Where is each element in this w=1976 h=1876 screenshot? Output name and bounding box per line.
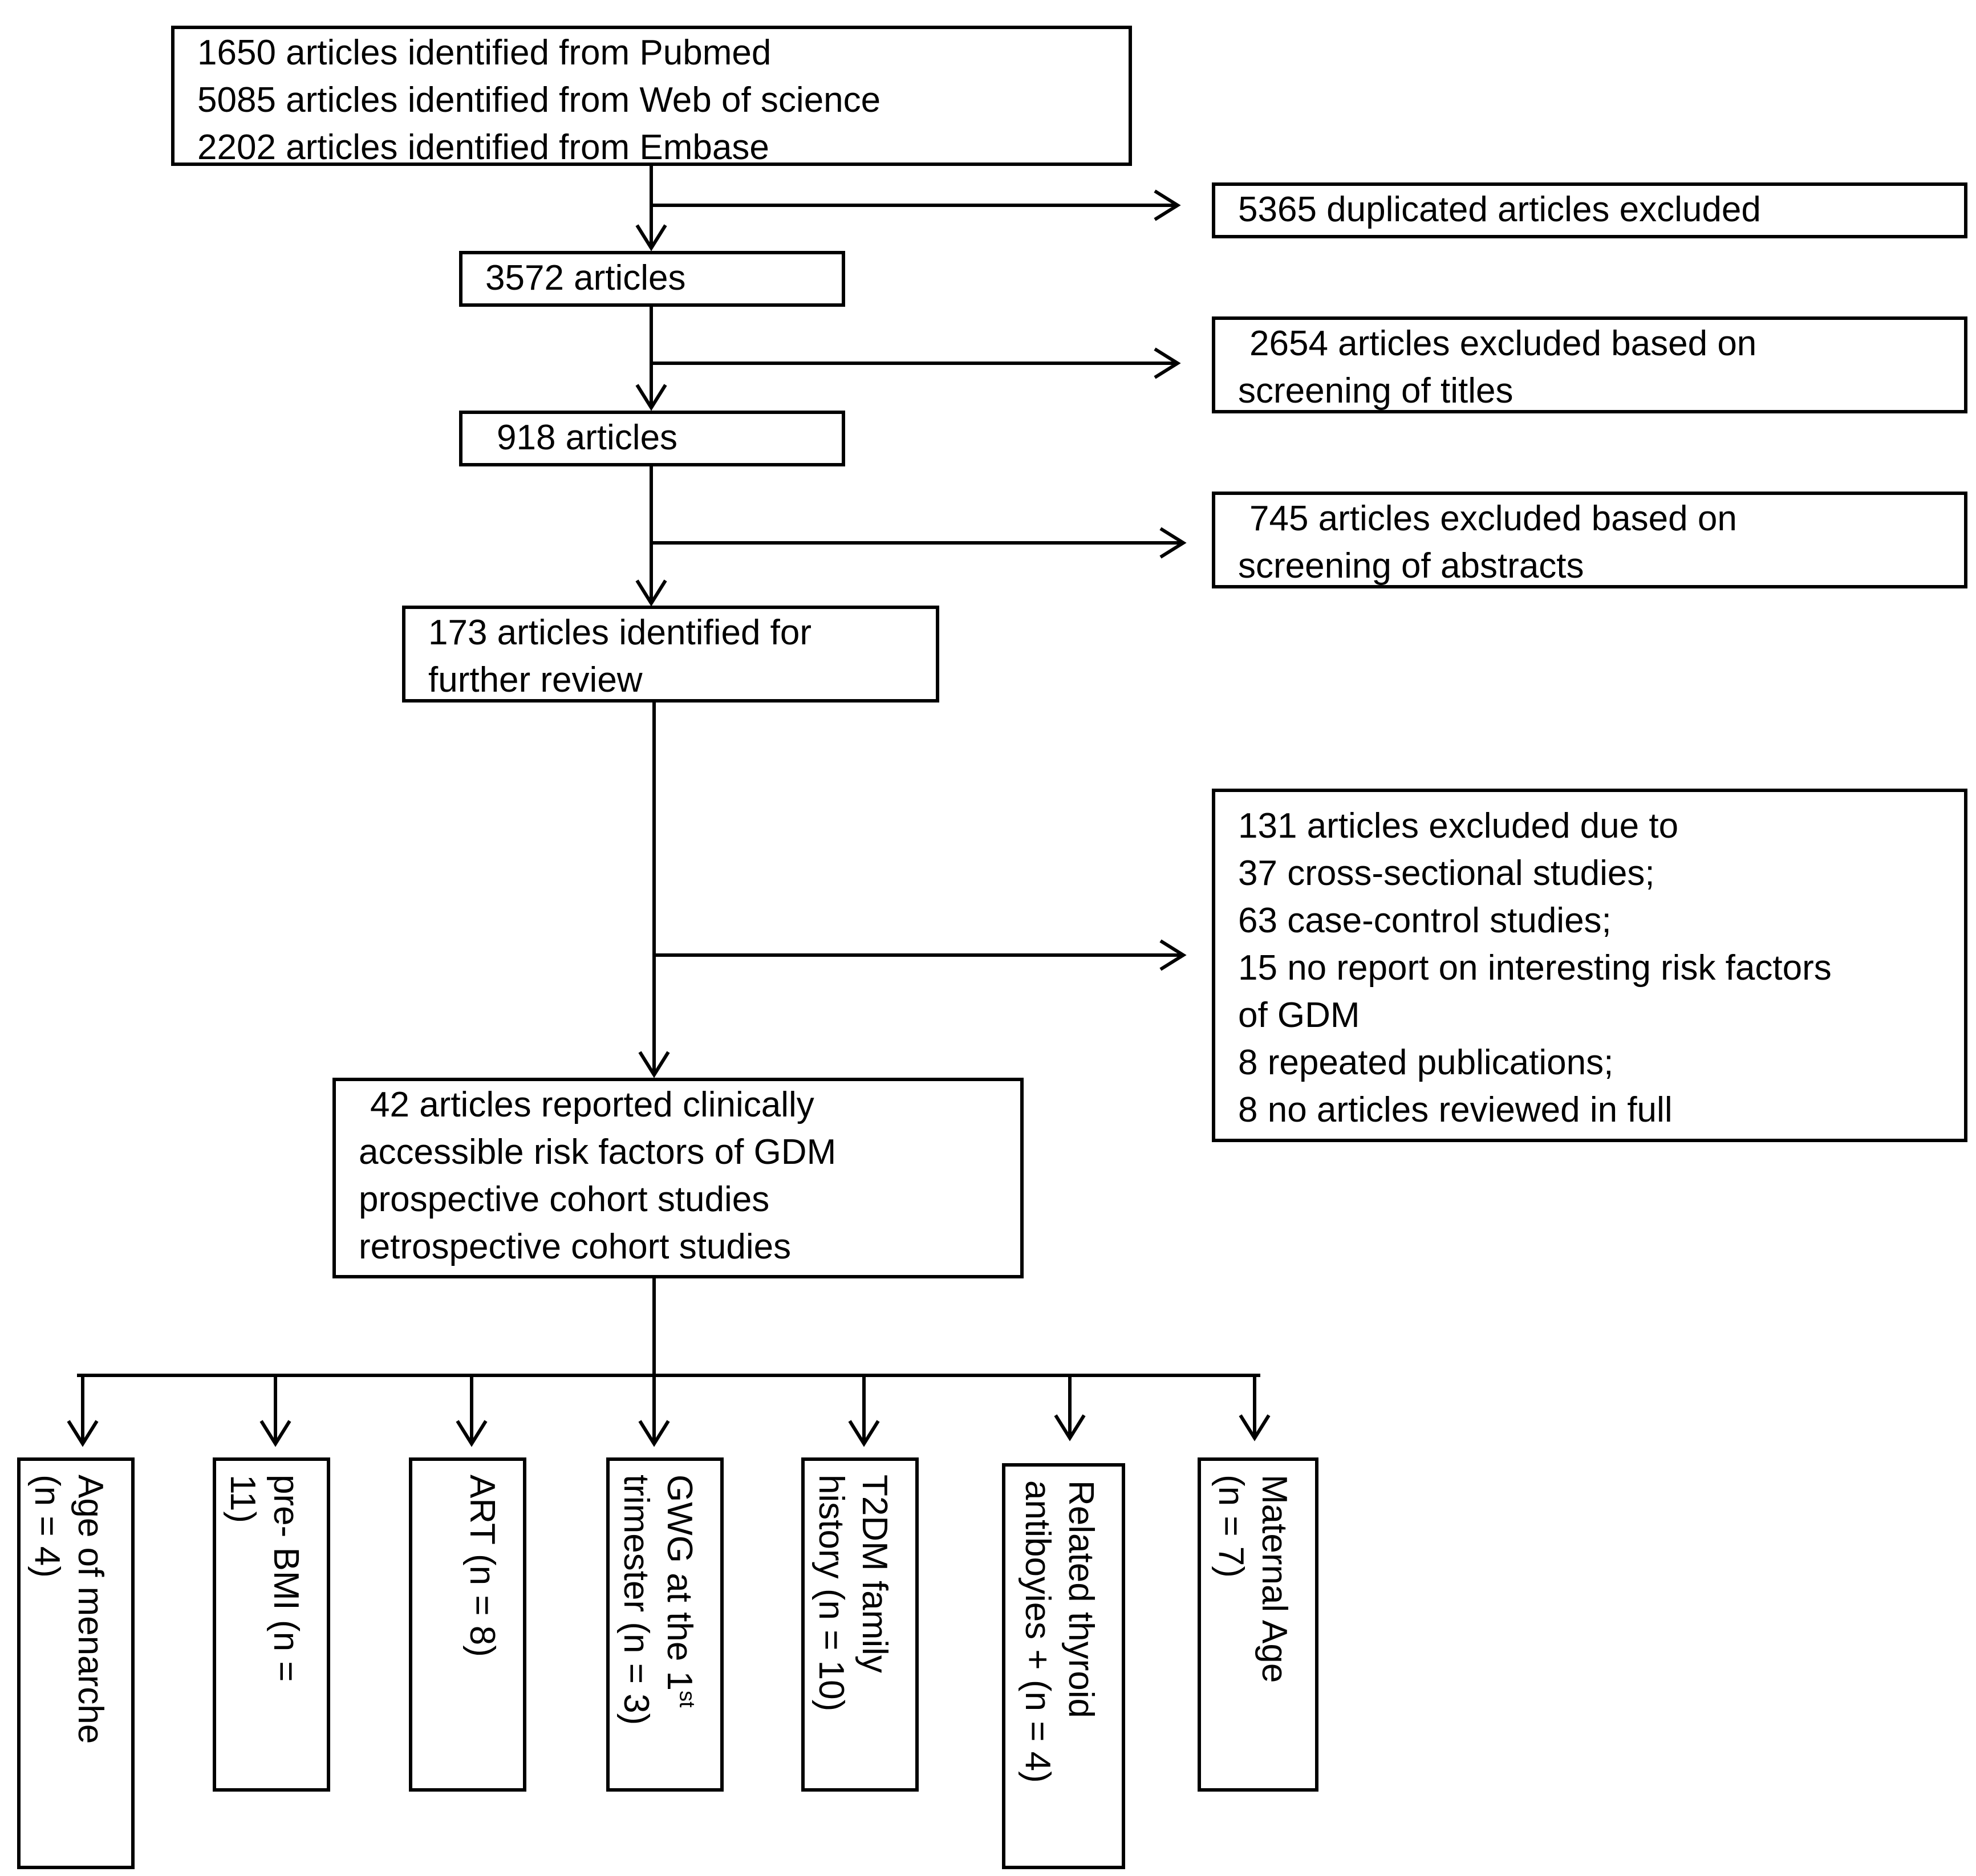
arrowhead-titles	[1154, 347, 1181, 379]
excluded-titles-box: 2654 articles excluded based on screenin…	[1212, 316, 1967, 413]
arrowhead-step1	[635, 224, 667, 251]
factor-maternal-age-box: Maternal Age (n = 7)	[1198, 1457, 1318, 1792]
excluded-abstracts-box: 745 articles excluded based on screening…	[1212, 492, 1967, 588]
step2-text: 918 articles	[497, 418, 678, 457]
factor-t2dm-line1: T2DM family	[855, 1475, 894, 1673]
step4-line1: 42 articles reported clinically	[370, 1085, 814, 1124]
factor-age-of-menarche-line1: Age of menarche	[71, 1475, 110, 1744]
step3-line1: 173 articles identified for	[428, 613, 812, 652]
arrowhead-art	[456, 1420, 488, 1447]
excluded-fulltext-line3: 63 case-control studies;	[1238, 901, 1612, 940]
factor-thyroid-line2: antiboyies + (n = 4)	[1018, 1480, 1057, 1783]
factor-maternal-age-text: Maternal Age (n = 7)	[1201, 1461, 1315, 1788]
excluded-fulltext-line2: 37 cross-sectional studies;	[1238, 854, 1655, 893]
factor-thyroid-line1: Related thyroid	[1061, 1480, 1101, 1719]
sources-box: 1650 articles identified from Pubmed 508…	[171, 26, 1132, 167]
step3-box: 173 articles identified for further revi…	[402, 606, 939, 703]
factor-pre-bmi-text: pre- BMI (n = 11)	[216, 1461, 327, 1788]
arrowhead-step3	[635, 579, 667, 607]
step3-line2: further review	[428, 660, 643, 700]
step4-line3: prospective cohort studies	[359, 1180, 770, 1219]
excluded-fulltext-line4: 15 no report on interesting risk factors	[1238, 948, 1832, 988]
factor-age-of-menarche-box: Age of menarche (n = 4)	[17, 1457, 135, 1869]
arrowhead-maternal	[1239, 1414, 1271, 1441]
factor-t2dm-line2: history (n = 10)	[812, 1475, 851, 1712]
arrowhead-abstracts	[1159, 527, 1187, 559]
factor-gwg-text: GWG at the 1st trimester (n = 3)	[610, 1461, 720, 1788]
factor-t2dm-text: T2DM family history (n = 10)	[805, 1461, 915, 1788]
step2-box: 918 articles	[459, 411, 845, 466]
step4-line4: retrospective cohort studies	[359, 1227, 792, 1266]
excluded-titles-line1: 2654 articles excluded based on	[1249, 324, 1757, 363]
factor-thyroid-box: Related thyroid antiboyies + (n = 4)	[1002, 1463, 1125, 1869]
excluded-duplicates-text: 5365 duplicated articles excluded	[1238, 190, 1761, 229]
excluded-fulltext-box: 131 articles excluded due to 37 cross-se…	[1212, 789, 1967, 1142]
factor-art-text: ART (n = 8)	[412, 1461, 523, 1788]
arrowhead-step2	[635, 384, 667, 411]
factor-age-of-menarche-line2: (n = 4)	[27, 1475, 67, 1578]
source-web-of-science: 5085 articles identified from Web of sci…	[197, 80, 881, 120]
arrowhead-fulltext	[1159, 939, 1187, 971]
factor-pre-bmi-line1: pre- BMI (n =	[266, 1475, 306, 1682]
arrowhead-step4	[638, 1051, 670, 1078]
excluded-fulltext-line5: of GDM	[1238, 996, 1360, 1035]
arrowhead-thyroid	[1054, 1414, 1086, 1441]
step4-line2: accessible risk factors of GDM	[359, 1132, 837, 1172]
arrowhead-t2dm	[848, 1420, 880, 1447]
excluded-fulltext-line1: 131 articles excluded due to	[1238, 806, 1679, 846]
factor-thyroid-text: Related thyroid antiboyies + (n = 4)	[1005, 1467, 1122, 1866]
arrowhead-bmi	[259, 1420, 291, 1447]
factor-gwg-line1: GWG at the 1st	[658, 1475, 701, 1781]
source-embase: 2202 articles identified from Embase	[197, 128, 769, 167]
factor-gwg-line1-main: GWG at the 1	[660, 1475, 699, 1691]
arrowhead-gwg	[638, 1420, 670, 1447]
excluded-fulltext-line7: 8 no articles reviewed in full	[1238, 1090, 1673, 1130]
factor-pre-bmi-box: pre- BMI (n = 11)	[213, 1457, 330, 1792]
excluded-fulltext-line6: 8 repeated publications;	[1238, 1043, 1614, 1082]
factor-maternal-age-line2: (n = 7)	[1211, 1475, 1251, 1578]
step1-text: 3572 articles	[485, 258, 686, 298]
factor-pre-bmi-line2: 11)	[223, 1475, 262, 1524]
factor-gwg-line2: trimester (n = 3)	[616, 1475, 656, 1725]
factor-maternal-age-line1: Maternal Age	[1255, 1475, 1294, 1683]
source-pubmed: 1650 articles identified from Pubmed	[197, 33, 772, 72]
factor-gwg-line1-sup: st	[675, 1691, 699, 1708]
factor-t2dm-box: T2DM family history (n = 10)	[801, 1457, 919, 1792]
excluded-titles-line2: screening of titles	[1238, 371, 1514, 411]
factor-age-of-menarche-text: Age of menarche (n = 4)	[21, 1461, 131, 1866]
factor-gwg-box: GWG at the 1st trimester (n = 3)	[606, 1457, 724, 1792]
step4-box: 42 articles reported clinically accessib…	[332, 1078, 1024, 1278]
factor-art-line1: ART (n = 8)	[462, 1475, 502, 1657]
arrowhead-menarche	[67, 1420, 99, 1447]
arrowhead-duplicates	[1154, 189, 1181, 221]
excluded-duplicates-box: 5365 duplicated articles excluded	[1212, 182, 1967, 238]
step1-box: 3572 articles	[459, 251, 845, 307]
excluded-abstracts-line2: screening of abstracts	[1238, 546, 1584, 586]
factor-art-box: ART (n = 8)	[409, 1457, 526, 1792]
excluded-abstracts-line1: 745 articles excluded based on	[1249, 499, 1737, 538]
